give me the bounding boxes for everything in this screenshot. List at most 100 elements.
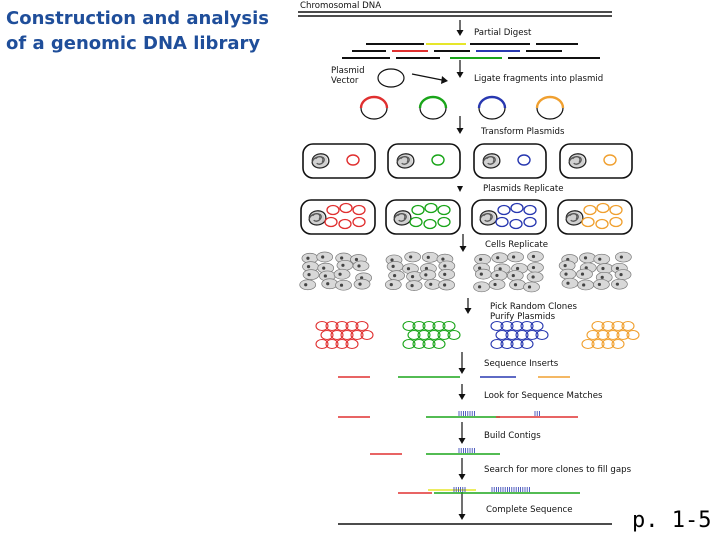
colony-3-nucleoid-1 [479, 257, 483, 261]
colony-2-nucleoid-7 [424, 266, 429, 271]
colony-2-nucleoid-13 [389, 283, 393, 287]
colony-1-nucleoid-10 [323, 274, 327, 278]
colony-2-nucleoid-12 [443, 272, 447, 276]
arrow-cells-replicate-head [459, 246, 467, 252]
colony-4-nucleoid-5 [563, 264, 567, 268]
purified-plasmid-1-2-3 [345, 338, 359, 350]
replicated-cell-3-bacterium [479, 210, 498, 226]
purified-plasmid-2-2-0 [402, 338, 416, 350]
purified-plasmid-2-0-3 [432, 320, 446, 332]
colony-2-cell-11 [419, 269, 437, 281]
colony-1-nucleoid-1 [306, 256, 310, 260]
replicated-plasmid-1-3 [352, 204, 366, 216]
cell-1-bacterium-outline [311, 153, 330, 169]
colony-2-cell-12 [438, 269, 456, 280]
step-label-ligate: Ligate fragments into plasmid [474, 74, 603, 84]
replicated-plasmid-4-6 [609, 216, 623, 228]
recombinant-plasmids [359, 95, 565, 120]
purified-plasmid-1-1-4 [360, 329, 374, 341]
contig-marks-1 [458, 448, 475, 453]
colony-3-nucleoid-6 [498, 267, 502, 271]
cell-4-bacterium-outline [568, 153, 587, 169]
vector-arc-2 [419, 107, 447, 120]
replicated-cell-4-bacterium-fill [566, 211, 582, 225]
colony-3-nucleoid-14 [493, 282, 497, 287]
colony-1-cell-16 [353, 278, 371, 290]
purified-plasmid-1-1-0 [320, 329, 334, 341]
purified-plasmid-4-0-2 [601, 320, 615, 332]
replicated-cell-3-bacterium-chromosome [483, 213, 492, 220]
colony-3-nucleoid-15 [513, 283, 518, 287]
title-line-2: of a genomic DNA library [6, 33, 261, 54]
colony-2-cell-14 [405, 280, 423, 291]
colony-1-nucleoid-14 [326, 282, 330, 286]
colony-1-nucleoid-9 [307, 273, 311, 277]
purified-plasmid-3-1-3 [525, 329, 539, 341]
purified-plasmid-4-2-2 [601, 338, 615, 350]
arrow-plasmids-replicate [457, 186, 463, 192]
cell-3-bacterium [482, 153, 501, 169]
colony-3-cell-4 [527, 251, 544, 262]
cell-3-bacterium-outline [482, 153, 501, 169]
plasmid-vector-label-1: Plasmid [331, 66, 365, 76]
purified-plasmid-2-0-2 [422, 320, 436, 332]
purified-plasmid-1-2-1 [325, 338, 339, 350]
colony-2-cell-16 [438, 279, 455, 291]
colony-3-nucleoid-8 [531, 265, 536, 270]
colony-2-cell-9 [388, 270, 405, 281]
replicated-cell-2 [385, 199, 461, 235]
colony-1-cell-9 [302, 269, 320, 280]
purified-plasmid-3-1-1 [505, 329, 519, 341]
step-label-complete: Complete Sequence [486, 505, 573, 515]
cell-3 [473, 143, 547, 179]
colony-4-nucleoid-14 [582, 283, 586, 287]
chromosomal-dna: Chromosomal DNA [298, 1, 612, 17]
replicated-plasmid-3-1 [497, 204, 511, 216]
colony-3-nucleoid-3 [511, 255, 516, 259]
step-label-search-clones: Search for more clones to fill gaps [484, 465, 632, 475]
colony-1-cell-13 [299, 279, 317, 291]
replicated-plasmid-2-3 [437, 204, 451, 216]
colony-3-nucleoid-12 [531, 275, 535, 279]
step-label-cells-replicate: Cells Replicate [485, 240, 548, 250]
cell-4 [559, 143, 633, 179]
colony-1-nucleoid-11 [338, 272, 342, 276]
purified-plasmid-1-1-1 [330, 329, 344, 341]
purified-plasmid-3-2-1 [500, 338, 514, 350]
colony-2-nucleoid-16 [443, 283, 447, 287]
fill-marks-1 [453, 487, 466, 492]
colony-1-nucleoid-16 [358, 282, 362, 286]
replicated-plasmid-1-1 [326, 204, 340, 216]
colony-2-nucleoid-4 [441, 257, 445, 261]
purified-plasmid-1-0-3 [345, 320, 359, 332]
purified-plasmid-4-0-1 [591, 320, 605, 332]
purified-plasmid-2-0-4 [442, 320, 456, 332]
replicated-plasmid-1-6 [352, 216, 366, 228]
colony-1-nucleoid-7 [341, 263, 345, 267]
colony-3-cell-2 [491, 252, 509, 264]
purified-plasmid-2-1-4 [447, 329, 461, 341]
colony-3-cell-16 [523, 281, 540, 293]
replicated-cell-1 [300, 199, 376, 235]
step-label-pick-clones: Pick Random Clones [490, 302, 578, 312]
purified-plasmid-4-1-3 [616, 329, 630, 341]
colony-4-nucleoid-16 [615, 282, 619, 286]
step-label-sequence-inserts: Sequence Inserts [484, 359, 559, 369]
colony-2-nucleoid-5 [391, 264, 395, 269]
colony-4-cell-4 [615, 251, 632, 263]
purified-plasmid-3-2-0 [490, 338, 504, 350]
colony-3-cell-10 [490, 270, 508, 281]
purified-plasmid-1-2-0 [315, 338, 329, 350]
purified-plasmid-1-0-1 [325, 320, 339, 332]
replicated-plasmid-1-4 [324, 216, 338, 228]
replicated-plasmid-4-5 [595, 218, 609, 230]
plasmid-vector-label-2: Vector [331, 76, 359, 86]
replicated-cell-2-bacterium-outline [393, 210, 412, 226]
replicated-plasmid-4-4 [581, 216, 595, 228]
colony-3-cell-3 [507, 251, 524, 263]
purified-plasmid-2-2-1 [412, 338, 426, 350]
cell-4-plasmid [603, 154, 617, 166]
replicated-plasmid-2-4 [409, 216, 423, 228]
purified-plasmid-3-1-0 [495, 329, 509, 341]
purified-plasmid-4-1-0 [586, 329, 600, 341]
